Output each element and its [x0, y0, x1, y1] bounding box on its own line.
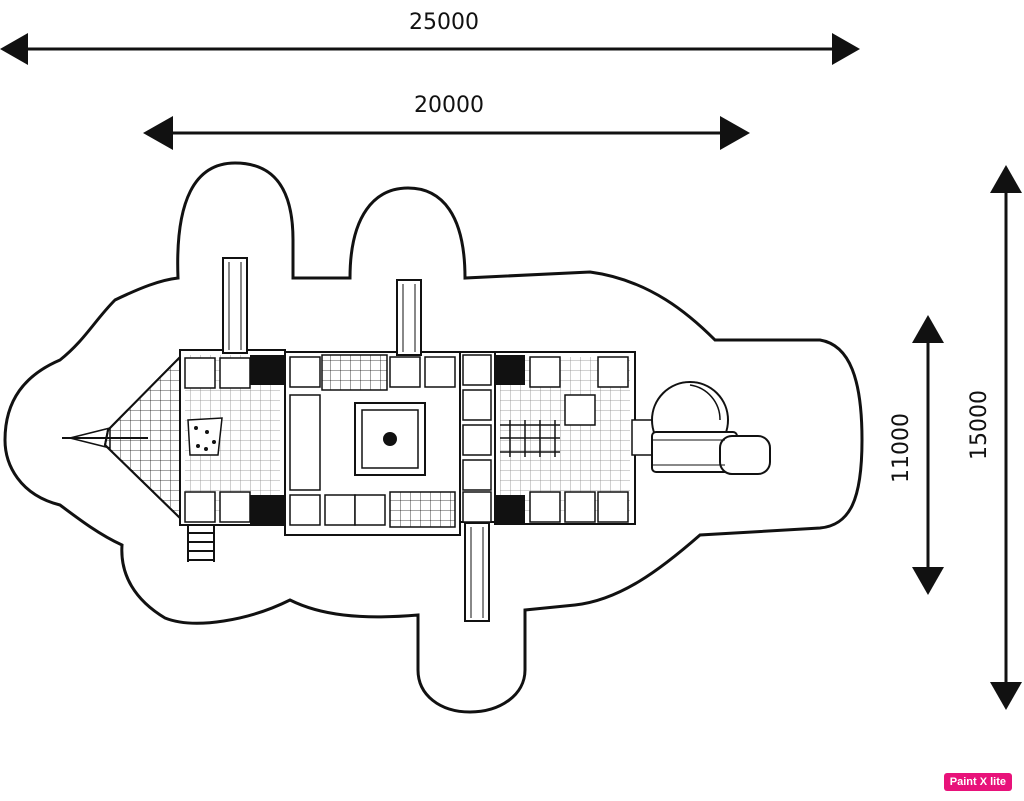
slide-bottom — [464, 522, 490, 622]
ladder — [187, 525, 215, 562]
overall-width-label: 25000 — [409, 10, 479, 35]
spiral-tube-slide — [651, 381, 771, 475]
dimension-overall-depth: 15000 — [967, 165, 1022, 710]
dimension-overall-width: 25000 — [0, 10, 860, 65]
dimension-structure-depth: 11000 — [889, 315, 944, 595]
overall-depth-label: 15000 — [967, 390, 992, 460]
structure-depth-label: 11000 — [889, 413, 914, 483]
structure-width-label: 20000 — [414, 93, 484, 118]
slide-top-middle — [396, 279, 422, 356]
safety-zone-outline — [3, 161, 864, 714]
main-deck — [179, 349, 655, 536]
slide-top-left — [222, 257, 248, 354]
dimension-structure-width: 20000 — [143, 93, 750, 150]
bow-deck — [103, 352, 183, 523]
paint-x-lite-watermark: Paint X lite — [943, 773, 1012, 791]
